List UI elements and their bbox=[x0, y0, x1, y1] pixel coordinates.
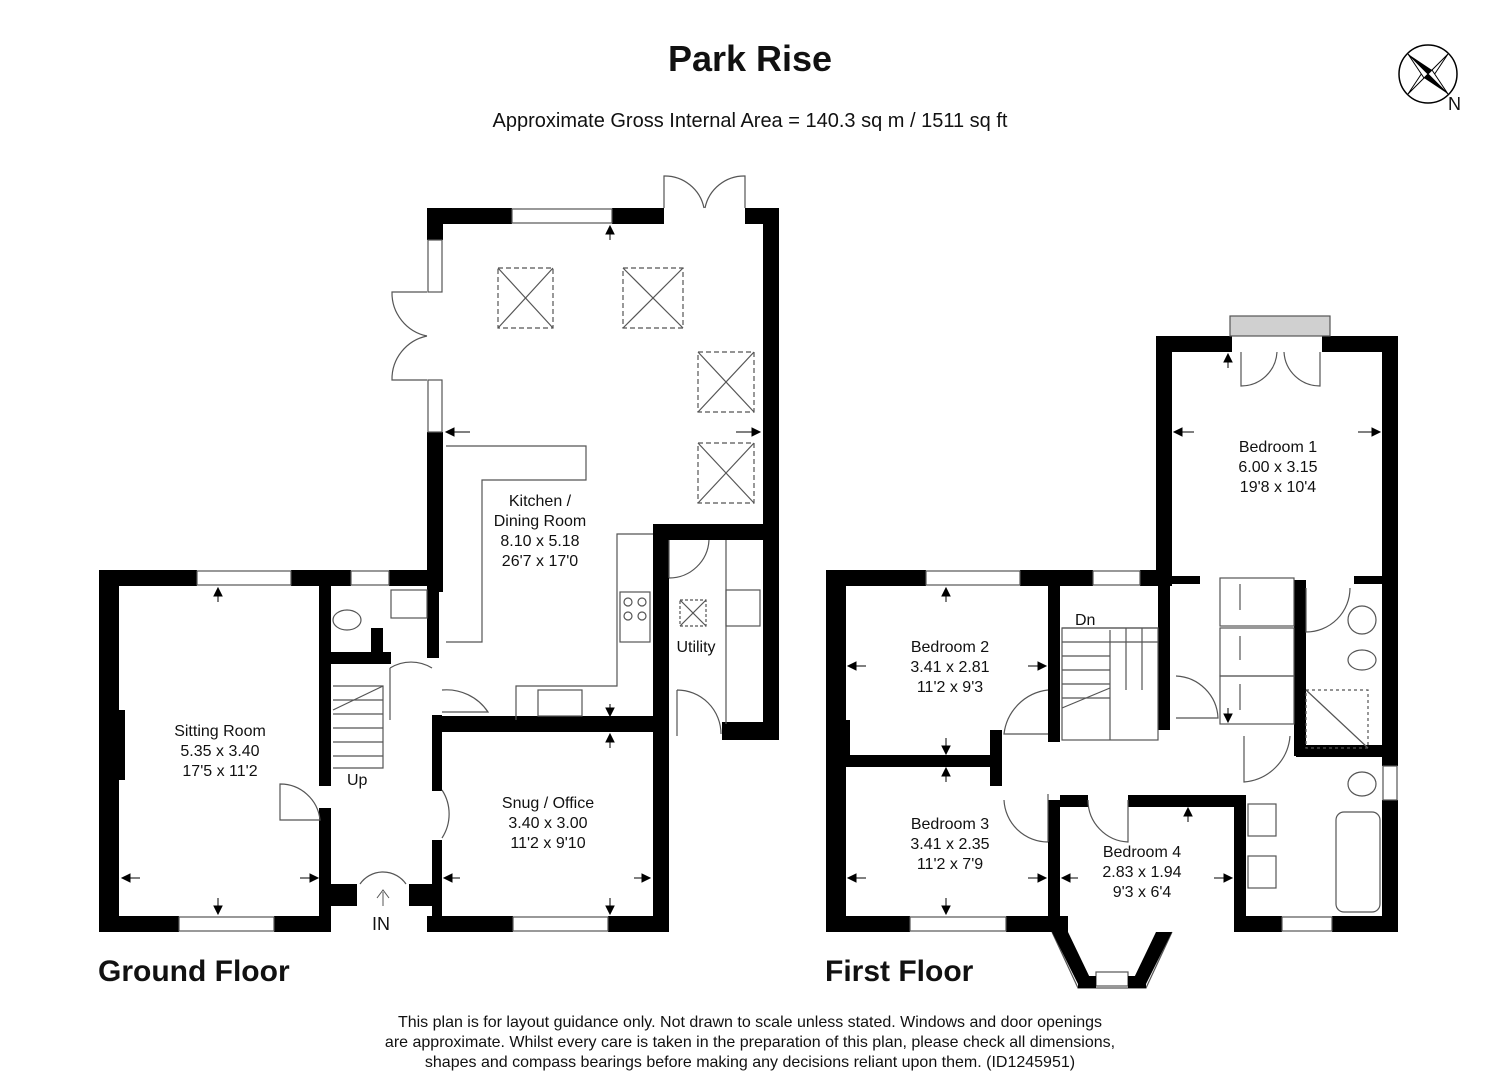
room-sitting-label: Sitting Room 5.35 x 3.40 17'5 x 11'2 bbox=[150, 722, 290, 782]
room-bed3-label: Bedroom 3 3.41 x 2.35 11'2 x 7'9 bbox=[880, 815, 1020, 875]
room-kitchen-label: Kitchen / Dining Room 8.10 x 5.18 26'7 x… bbox=[470, 492, 610, 572]
plan-title: Park Rise bbox=[667, 38, 833, 79]
disclaimer: This plan is for layout guidance only. N… bbox=[300, 1013, 1200, 1073]
bay-walls bbox=[1052, 932, 1172, 988]
room-bed2-label: Bedroom 2 3.41 x 2.81 11'2 x 9'3 bbox=[880, 638, 1020, 698]
room-sitting-name: Sitting Room bbox=[174, 723, 266, 740]
disclaimer-line-2: are approximate. Whilst every care is ta… bbox=[384, 1034, 1116, 1051]
fixtures-and-details bbox=[178, 175, 1398, 989]
room-bed2-imperial: 11'2 x 9'3 bbox=[916, 679, 984, 696]
room-sitting-metric: 5.35 x 3.40 bbox=[180, 743, 260, 760]
room-bed1-name: Bedroom 1 bbox=[1238, 439, 1318, 456]
room-snug-label: Snug / Office 3.40 x 3.00 11'2 x 9'10 bbox=[478, 794, 618, 854]
room-kitchen-imperial: 26'7 x 17'0 bbox=[501, 553, 579, 570]
room-bed3-metric: 3.41 x 2.35 bbox=[910, 836, 990, 853]
first-floor-label: First Floor bbox=[825, 955, 974, 988]
gross-area: Approximate Gross Internal Area = 140.3 … bbox=[492, 110, 1008, 132]
ground-floor-walls bbox=[99, 208, 779, 932]
room-kitchen-name2: Dining Room bbox=[493, 513, 587, 530]
room-bed3-name: Bedroom 3 bbox=[910, 816, 990, 833]
room-bed4-imperial: 9'3 x 6'4 bbox=[1112, 884, 1172, 901]
room-kitchen-metric: 8.10 x 5.18 bbox=[500, 533, 580, 550]
room-bed4-label: Bedroom 4 2.83 x 1.94 9'3 x 6'4 bbox=[1072, 843, 1212, 903]
room-sitting-imperial: 17'5 x 11'2 bbox=[182, 763, 258, 780]
stair-up-label: Up bbox=[347, 772, 368, 789]
disclaimer-line-1: This plan is for layout guidance only. N… bbox=[397, 1014, 1103, 1031]
room-bed4-metric: 2.83 x 1.94 bbox=[1102, 864, 1182, 881]
room-bed3-imperial: 11'2 x 7'9 bbox=[916, 856, 984, 873]
room-snug-name: Snug / Office bbox=[501, 795, 595, 812]
compass-icon bbox=[1396, 42, 1462, 116]
room-snug-imperial: 11'2 x 9'10 bbox=[510, 835, 586, 852]
room-snug-metric: 3.40 x 3.00 bbox=[508, 815, 588, 832]
compass-north-label: N bbox=[1448, 94, 1461, 114]
room-bed1-imperial: 19'8 x 10'4 bbox=[1239, 479, 1317, 496]
room-kitchen-name: Kitchen / bbox=[508, 493, 572, 510]
room-bed2-metric: 3.41 x 2.81 bbox=[910, 659, 990, 676]
room-bed4-name: Bedroom 4 bbox=[1102, 844, 1182, 861]
room-bed2-name: Bedroom 2 bbox=[910, 639, 990, 656]
entrance-arrow-icon bbox=[376, 889, 390, 906]
ground-floor-label: Ground Floor bbox=[98, 955, 290, 988]
disclaimer-line-3: shapes and compass bearings before makin… bbox=[424, 1054, 1076, 1071]
room-bed1-metric: 6.00 x 3.15 bbox=[1238, 459, 1318, 476]
dimension-arrows bbox=[120, 224, 1382, 916]
stair-down-label: Dn bbox=[1075, 612, 1096, 629]
entrance-label: IN bbox=[372, 914, 390, 934]
first-floor-walls bbox=[826, 336, 1398, 932]
room-utility-label: Utility bbox=[676, 639, 716, 656]
room-bed1-label: Bedroom 1 6.00 x 3.15 19'8 x 10'4 bbox=[1208, 438, 1348, 498]
